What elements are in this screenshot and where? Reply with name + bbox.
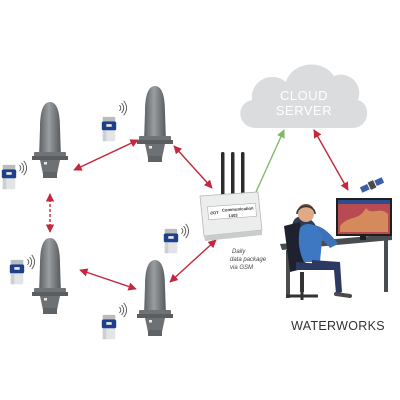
- antenna: [241, 152, 245, 198]
- signal-waves-icon: [26, 254, 36, 270]
- satellite-icon: [359, 177, 385, 193]
- link-hydrant2-gateway: [173, 145, 213, 189]
- hydrant-bottom-center: [137, 260, 173, 336]
- signal-waves-icon: [118, 302, 128, 318]
- gateway-brand: ƧOT: [210, 210, 219, 216]
- logger-top-center: [101, 116, 117, 142]
- gsm-note-line2: data package: [230, 257, 267, 263]
- gsm-note-line1: Daily: [232, 249, 246, 255]
- gateway-plate-text: Communication: [222, 205, 254, 212]
- gsm-note-line3: via GSM: [230, 265, 253, 271]
- antenna: [231, 152, 235, 198]
- waterworks-label: WATERWORKS: [291, 319, 385, 333]
- signal-waves-icon: [180, 223, 190, 239]
- monitor: [336, 198, 392, 240]
- gateway-plate-number: 1403: [228, 213, 238, 219]
- cloud-label-line2: SERVER: [276, 103, 332, 118]
- logger-top-left: [1, 164, 17, 190]
- logger-bottom-center-upper: [163, 228, 179, 254]
- logger-bottom-left: [9, 259, 25, 285]
- link-hydrant3-hydrant4: [79, 268, 137, 291]
- link-hydrant4-gateway: [169, 239, 217, 283]
- link-gateway-cloud: [255, 129, 285, 193]
- signal-waves-icon: [118, 100, 128, 116]
- antenna: [221, 152, 225, 198]
- cloud-server: CLOUD SERVER: [240, 64, 368, 128]
- logger-bottom-center-lower: [101, 314, 117, 340]
- cloud-label-line1: CLOUD: [280, 88, 328, 103]
- cloud-icon: [240, 64, 368, 128]
- hydrant-top-left: [32, 102, 68, 178]
- hydrant-top-center: [137, 86, 173, 162]
- hydrant-bottom-left: [32, 238, 68, 314]
- signal-waves-icon: [18, 160, 28, 176]
- red-links: [45, 129, 349, 291]
- waterworks-workstation: [280, 198, 392, 300]
- link-cloud-waterworks: [313, 129, 349, 191]
- link-hydrant1-hydrant2: [73, 139, 139, 171]
- gateway-device: ƧOT Communication 1403: [199, 152, 263, 241]
